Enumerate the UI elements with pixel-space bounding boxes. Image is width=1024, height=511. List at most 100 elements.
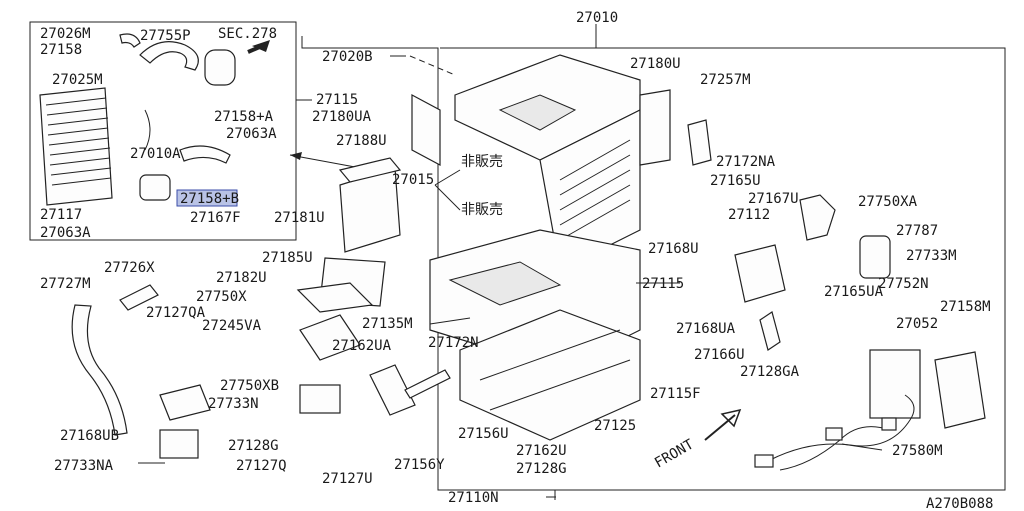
- label-27168ub: 27168UB: [60, 428, 119, 444]
- label-27063a-top: 27063A: [226, 126, 277, 142]
- label-27015: 27015: [392, 172, 434, 188]
- label-27167u: 27167U: [748, 191, 799, 207]
- sec-arrow-shaft: [247, 44, 263, 54]
- lever-27127u: [369, 364, 416, 416]
- label-27165u-top: 27165U: [710, 173, 761, 189]
- label-sec278: SEC.278: [218, 26, 277, 42]
- cover-27188u: [338, 157, 402, 183]
- highlight-27158b: [176, 189, 238, 207]
- harness-27580m: [769, 394, 915, 461]
- label-27128ga: 27128GA: [740, 364, 800, 380]
- clamp-27117: [139, 174, 171, 201]
- label-27010a: 27010A: [130, 146, 181, 162]
- actuator-27733na: [159, 429, 199, 459]
- label-27168u: 27168U: [648, 241, 699, 257]
- plate-27182u: [296, 282, 374, 313]
- label-hihanbai-1: 非販売: [461, 154, 503, 170]
- dash-27020b: [409, 55, 456, 76]
- cover-27158m: [934, 351, 986, 429]
- label-27128g-left: 27128G: [228, 438, 279, 454]
- label-27112: 27112: [728, 207, 770, 223]
- label-27156u: 27156U: [458, 426, 509, 442]
- bracket-27245va: [299, 314, 361, 361]
- front-arrow-head: [720, 408, 742, 428]
- lever-27112: [734, 244, 786, 303]
- label-27752n: 27752N: [878, 276, 929, 292]
- leader-27580m: [841, 443, 883, 451]
- label-27115-mid: 27115: [642, 276, 684, 292]
- leader-27015b: [434, 184, 461, 211]
- rod-27172n: [404, 369, 451, 399]
- label-27167f: 27167F: [190, 210, 241, 226]
- inset-frame: [29, 21, 297, 241]
- label-27580m: 27580M: [892, 443, 943, 459]
- label-27733n: 27733N: [208, 396, 259, 412]
- label-27158a: 27158+A: [214, 109, 274, 125]
- label-27750xb: 27750XB: [220, 378, 279, 394]
- label-front: FRONT: [652, 436, 697, 471]
- label-27168ua: 27168UA: [676, 321, 736, 337]
- pipe-27025m: [144, 109, 151, 151]
- label-27172n: 27172N: [428, 335, 479, 351]
- inset-arrow-head: [290, 152, 302, 160]
- label-27162u: 27162U: [516, 443, 567, 459]
- label-27026m: 27026M: [40, 26, 91, 42]
- hose-27026m: [119, 33, 141, 48]
- heater-core: [39, 87, 113, 206]
- label-27166u: 27166U: [694, 347, 745, 363]
- label-27172na: 27172NA: [716, 154, 776, 170]
- label-27180ua: 27180UA: [312, 109, 372, 125]
- connector-c: [881, 417, 897, 431]
- grommet-27755p: [204, 49, 236, 86]
- label-27185u: 27185U: [262, 250, 313, 266]
- label-27257m: 27257M: [700, 72, 751, 88]
- front-arrow-line: [704, 414, 736, 441]
- actuator-27733n: [299, 384, 341, 414]
- actuator-27733m: [859, 235, 891, 279]
- panel-27180u: [639, 89, 671, 166]
- label-hihanbai-2: 非販売: [461, 202, 503, 218]
- label-27188u: 27188U: [336, 133, 387, 149]
- hose-27727m: [71, 304, 128, 436]
- connector-b: [825, 427, 843, 441]
- label-27158b: 27158+B: [180, 191, 239, 207]
- bracket-27750xb: [159, 384, 211, 421]
- label-27158m: 27158M: [940, 299, 991, 315]
- label-27115f: 27115F: [650, 386, 701, 402]
- label-27125: 27125: [594, 418, 636, 434]
- label-27025m: 27025M: [52, 72, 103, 88]
- leader-27135m: [429, 317, 471, 325]
- label-27787: 27787: [896, 223, 938, 239]
- label-27181u: 27181U: [274, 210, 325, 226]
- label-27115-top: 27115: [316, 92, 358, 108]
- hose-upper: [139, 41, 199, 71]
- link-27166u: [759, 311, 781, 351]
- main-frame: [301, 36, 1006, 491]
- label-27127qa: 27127QA: [146, 305, 206, 321]
- bracket-27750xa: [799, 194, 836, 241]
- label-27052: 27052: [896, 316, 938, 332]
- label-27750xa: 27750XA: [858, 194, 918, 210]
- heater-case-assembly: [429, 54, 641, 441]
- label-27726x: 27726X: [104, 260, 155, 276]
- label-27158-top: 27158: [40, 42, 82, 58]
- connector-a: [754, 454, 774, 468]
- label-27117: 27117: [40, 207, 82, 223]
- label-27245va: 27245VA: [202, 318, 262, 334]
- label-27727m: 27727M: [40, 276, 91, 292]
- label-27156y: 27156Y: [394, 457, 445, 473]
- label-27128g-right: 27128G: [516, 461, 567, 477]
- label-27165ua: 27165UA: [824, 284, 884, 300]
- label-27180u: 27180U: [630, 56, 681, 72]
- label-27755p: 27755P: [140, 28, 191, 44]
- bracket-27257m: [687, 119, 712, 166]
- unit-27052: [869, 349, 921, 419]
- label-27135m: 27135M: [362, 316, 413, 332]
- label-27750x: 27750X: [196, 289, 247, 305]
- leader-27015: [434, 169, 461, 186]
- label-27733na: 27733NA: [54, 458, 114, 474]
- label-27020b: 27020B: [322, 49, 373, 65]
- label-27162ua: 27162UA: [332, 338, 392, 354]
